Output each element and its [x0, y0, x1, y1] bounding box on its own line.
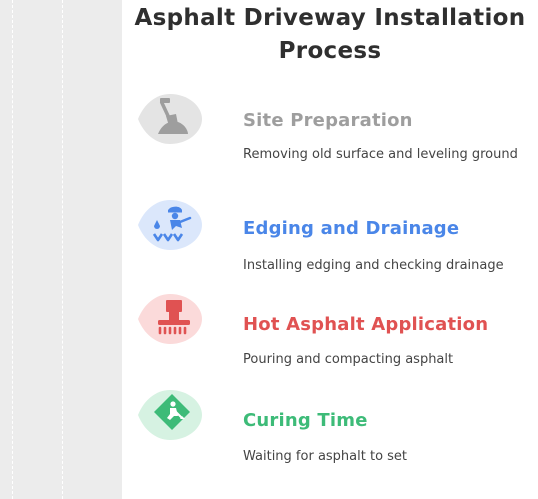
road-work-sign-icon [138, 390, 202, 440]
dashed-guide-line [12, 0, 13, 499]
timeline-band [0, 0, 122, 499]
step-4-marker [136, 386, 204, 444]
step-3-title: Hot Asphalt Application [243, 314, 489, 335]
step-1-marker [136, 90, 204, 148]
step-2-marker [136, 196, 204, 254]
step-3-description: Pouring and compacting asphalt [243, 352, 454, 367]
step-1-title: Site Preparation [243, 110, 413, 131]
step-1-description: Removing old surface and leveling ground [243, 147, 518, 162]
step-3-marker [136, 290, 204, 348]
step-4-title: Curing Time [243, 410, 368, 431]
diagram-title: Asphalt Driveway Installation Process [134, 5, 526, 64]
worker-drainage-icon [138, 200, 202, 250]
shovel-dirt-icon [138, 94, 202, 144]
step-4-description: Waiting for asphalt to set [243, 449, 408, 464]
dashed-guide-line [62, 0, 63, 499]
step-2-title: Edging and Drainage [243, 218, 460, 239]
asphalt-roller-icon [138, 294, 202, 344]
step-2-description: Installing edging and checking drainage [243, 258, 504, 273]
